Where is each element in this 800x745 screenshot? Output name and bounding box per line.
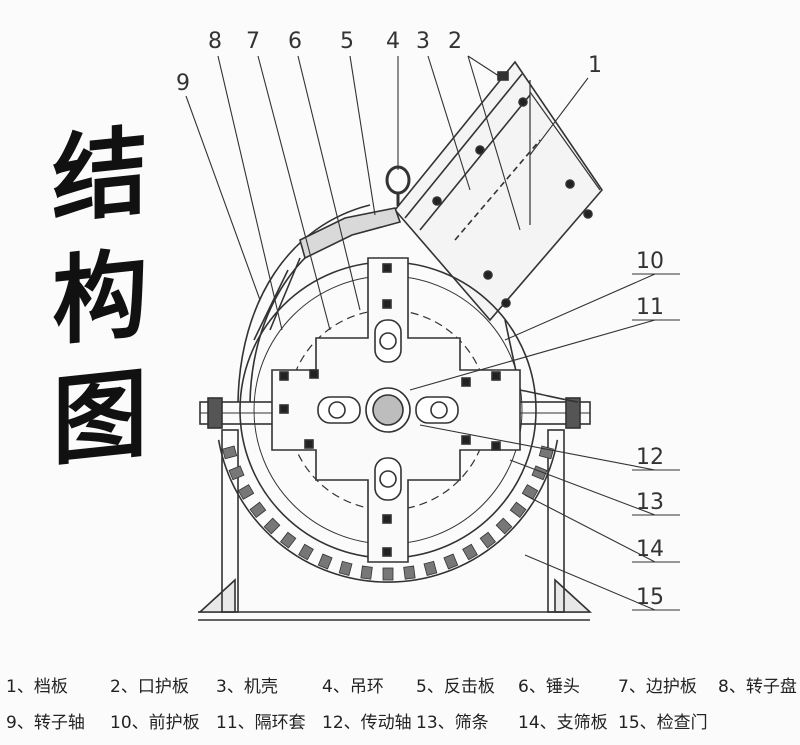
feed-chute [393,60,604,322]
callout-12: 12 [636,445,664,470]
legend-row-2: 9、转子轴 10、前护板 11、隔环套 12、传动轴 13、筛条 14、支筛板 … [6,708,798,733]
screen-bar [222,445,238,460]
callout-6: 6 [288,29,302,54]
callout-7: 7 [246,29,260,54]
screen-bar [382,567,394,581]
legend-item-11: 11、隔环套 [216,713,306,733]
screen-bar [249,501,267,518]
legend-item-5: 5、反击板 [416,677,495,697]
screen-bar [228,465,245,481]
legend-item-7: 7、边护板 [618,677,697,697]
legend-item-3: 3、机壳 [216,677,278,697]
callout-8: 8 [208,29,222,54]
screen-bar [280,531,297,549]
screen-bar [237,484,255,500]
screen-bar [263,517,281,535]
legend-item-10: 10、前护板 [110,713,200,733]
screen-bar [495,517,513,535]
callout-9: 9 [176,71,190,96]
callout-14: 14 [636,537,664,562]
screen-bar [443,553,459,570]
screen-bar [479,531,496,549]
legend-item-12: 12、传动轴 [322,713,412,733]
legend-item-2: 2、口护板 [110,677,189,697]
callout-5: 5 [340,29,354,54]
callout-4: 4 [386,29,400,54]
legend-item-4: 4、吊环 [322,677,384,697]
screen-support-arc [217,439,559,583]
screen-bar [509,501,527,518]
legend-item-14: 14、支筛板 [518,713,608,733]
callout-11: 11 [636,295,664,320]
callout-3: 3 [416,29,430,54]
legend-row-1: 1、档板 2、口护板 3、机壳 4、吊环 5、反击板 6、锤头 7、边护板 8、… [6,672,798,697]
legend-item-15: 15、检查门 [618,713,708,733]
screen-bar [317,553,333,570]
legend-item-1: 1、档板 [6,677,68,697]
callout-13: 13 [636,490,664,515]
callout-10: 10 [636,249,664,274]
legend-item-9: 9、转子轴 [6,713,85,733]
callout-labels: 1 2 3 4 5 6 7 8 9 10 11 12 13 14 15 [176,29,664,610]
screen-bar [423,560,438,576]
legend-item-8: 8、转子盘 [718,677,797,697]
callout-15: 15 [636,585,664,610]
rotor-assembly [239,257,537,563]
screen-bar [462,543,478,561]
screen-bar [538,445,554,460]
legend-item-6: 6、锤头 [518,677,580,697]
callout-2: 2 [448,29,462,54]
screen-bar [403,565,416,580]
leader-lines [185,55,680,611]
screen-bar [338,560,353,576]
legend-item-13: 13、筛条 [416,713,489,733]
impact-plate [253,207,402,341]
screen-bar [298,543,314,561]
callout-1: 1 [588,53,602,78]
screen-bar [360,565,373,580]
crusher-structure-drawing: 1 2 3 4 5 6 7 8 9 10 11 12 13 14 15 [176,29,680,621]
